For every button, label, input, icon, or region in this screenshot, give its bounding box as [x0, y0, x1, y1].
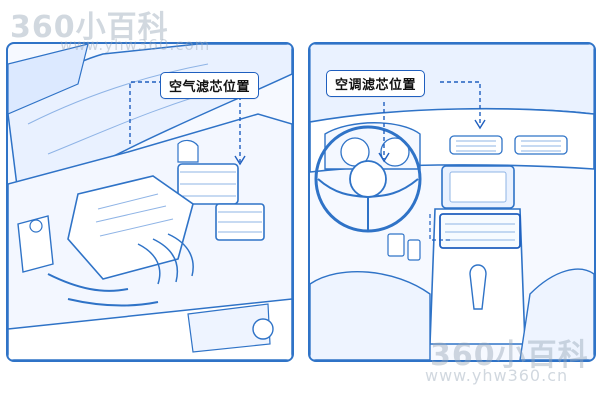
watermark-url-bottom: www.yhw360.cn: [425, 366, 569, 385]
watermark-logo-bottom: 360小百科: [430, 338, 589, 373]
watermark-url-top: www.yhw360.com: [60, 36, 211, 54]
cabin-illustration: [310, 44, 594, 360]
cabin-panel: [308, 42, 596, 362]
watermark-logo-top: 360小百科: [10, 10, 169, 45]
cabin-filter-location-label: 空调滤芯位置: [326, 70, 426, 97]
air-filter-location-label: 空气滤芯位置: [160, 72, 260, 99]
